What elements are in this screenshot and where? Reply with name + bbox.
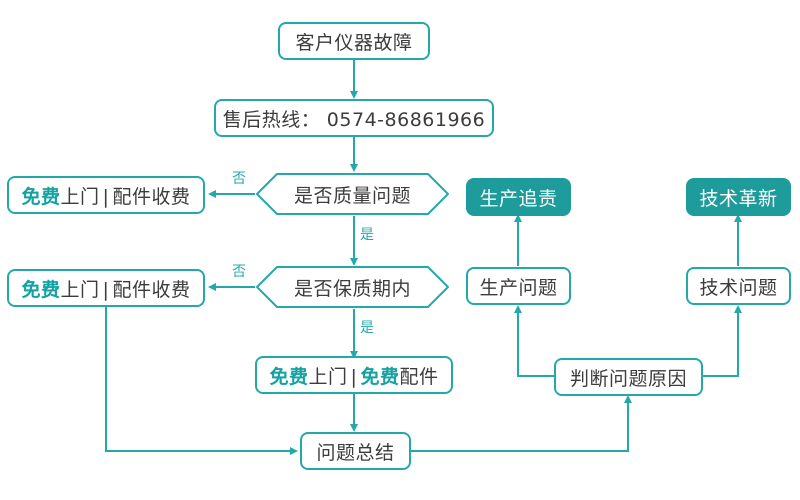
text-run-accent: 免费: [360, 365, 400, 388]
text-run-sep: |: [102, 185, 110, 208]
node-decision-quality-label: 是否质量问题: [293, 184, 411, 207]
edge-label-warranty-yes: 是: [360, 320, 374, 336]
hexagon-shape: [256, 173, 449, 215]
text-run-sep: |: [102, 278, 110, 301]
node-outcome-warranty-no-label: 免费上门|配件收费: [22, 275, 191, 302]
text-run-plain: 配件收费: [112, 278, 191, 301]
edge-label-quality-no: 否: [232, 171, 246, 187]
node-production-issue-label: 生产问题: [479, 276, 558, 299]
node-hotline[interactable]: 售后热线： 0574-86861966: [214, 99, 494, 137]
node-decision-warranty-label: 是否保质期内: [293, 277, 411, 300]
edge-summary-to-diagnose: [411, 395, 632, 452]
edge-label-warranty-no: 否: [232, 264, 246, 280]
node-hotline-label: 售后热线： 0574-86861966: [222, 108, 486, 131]
text-run-plain: 上门: [60, 278, 100, 301]
node-outcome-quality-no[interactable]: 免费上门|配件收费: [7, 176, 205, 214]
node-outcome-warranty-yes[interactable]: 免费上门|免费配件: [255, 356, 453, 394]
node-outcome-warranty-yes-label: 免费上门|免费配件: [270, 362, 439, 389]
text-run-accent: 免费: [269, 365, 309, 388]
node-outcome-quality-no-label: 免费上门|配件收费: [22, 182, 191, 209]
node-technical-innovation-label: 技术革新: [699, 187, 778, 210]
edge-label-quality-yes: 是: [360, 227, 374, 243]
text-run-plain: 配件: [399, 365, 439, 388]
node-start-label: 客户仪器故障: [295, 31, 413, 54]
node-production-issue[interactable]: 生产问题: [466, 267, 571, 305]
text-run-sep: |: [350, 365, 358, 388]
node-production-accountability[interactable]: 生产追责: [466, 178, 571, 216]
node-summary[interactable]: 问题总结: [300, 432, 411, 470]
text-run-accent: 免费: [21, 278, 61, 301]
node-summary-label: 问题总结: [316, 441, 395, 464]
node-decision-warranty[interactable]: 是否保质期内: [255, 265, 450, 309]
text-run-plain: 配件收费: [112, 185, 191, 208]
text-run-plain: 上门: [308, 365, 348, 388]
node-decision-quality[interactable]: 是否质量问题: [255, 172, 450, 216]
node-technical-innovation[interactable]: 技术革新: [686, 178, 791, 216]
node-technical-issue-label: 技术问题: [699, 276, 778, 299]
text-run-plain: 上门: [60, 185, 100, 208]
node-production-accountability-label: 生产追责: [479, 187, 558, 210]
node-technical-issue[interactable]: 技术问题: [686, 267, 791, 305]
edge-diagnose-to-technical: [703, 305, 742, 377]
text-run-accent: 免费: [21, 185, 61, 208]
edge-diagnose-to-production: [514, 305, 554, 377]
node-diagnose[interactable]: 判断问题原因: [554, 358, 703, 396]
hexagon-shape: [256, 266, 449, 308]
node-start[interactable]: 客户仪器故障: [278, 22, 430, 60]
node-outcome-warranty-no[interactable]: 免费上门|配件收费: [7, 269, 205, 307]
node-diagnose-label: 判断问题原因: [569, 367, 687, 390]
edge-outcome2-to-summary: [105, 307, 298, 455]
